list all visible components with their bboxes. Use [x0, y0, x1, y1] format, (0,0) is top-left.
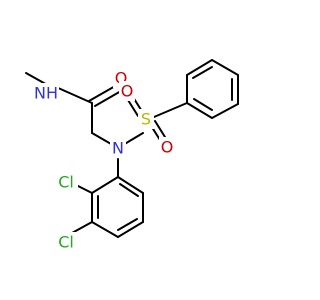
atom-s: S — [138, 109, 154, 129]
atom-n-sulfonamide-label: N — [112, 139, 124, 158]
bond-ph-inner-3 — [193, 98, 213, 111]
bond-ar-cl-2 — [71, 221, 93, 234]
atom-s-label: S — [141, 110, 151, 129]
atom-labels: NH O N S O O Cl Cl — [33, 68, 175, 252]
bond-ph-2 — [186, 59, 213, 76]
bond-ar-6 — [117, 176, 144, 194]
bond-ar-4 — [117, 221, 144, 238]
atom-o-sulfonyl-upper: O — [119, 81, 135, 101]
bond-s-o-lower-2 — [154, 120, 166, 138]
atom-o-sulfonyl-lower-label: O — [161, 138, 174, 157]
bond-nh-carbonyl — [55, 86, 93, 104]
bond-ar-1 — [91, 176, 119, 194]
atom-o-sulfonyl-lower: O — [159, 137, 175, 157]
bond-ar-inner-2 — [117, 218, 138, 231]
bond-ar-3 — [91, 221, 119, 238]
bond-ar-inner-3 — [119, 183, 139, 197]
bond-carbonyl-o-1 — [88, 84, 118, 102]
atom-cl-lower-label: Cl — [58, 233, 74, 252]
bond-s-phenyl — [153, 102, 188, 118]
atom-nh-label: NH — [34, 84, 58, 103]
bond-ph-3 — [211, 59, 239, 76]
atom-cl-upper-label: Cl — [58, 173, 74, 192]
bonds — [25, 59, 239, 238]
atom-nh: NH — [33, 83, 59, 103]
bond-carbonyl-o-2 — [94, 90, 122, 107]
molecule-structure: NH O N S O O Cl Cl — [25, 59, 239, 252]
bond-ph-6 — [186, 102, 213, 119]
atom-n-sulfonamide: N — [110, 138, 126, 158]
bond-s-o-upper-1 — [127, 99, 139, 117]
bond-ph-5 — [211, 103, 239, 119]
bond-ph-inner-1 — [192, 66, 213, 79]
atom-cl-upper: Cl — [54, 172, 78, 192]
atom-o-sulfonyl-upper-label: O — [121, 82, 134, 101]
atom-cl-lower: Cl — [54, 232, 78, 252]
